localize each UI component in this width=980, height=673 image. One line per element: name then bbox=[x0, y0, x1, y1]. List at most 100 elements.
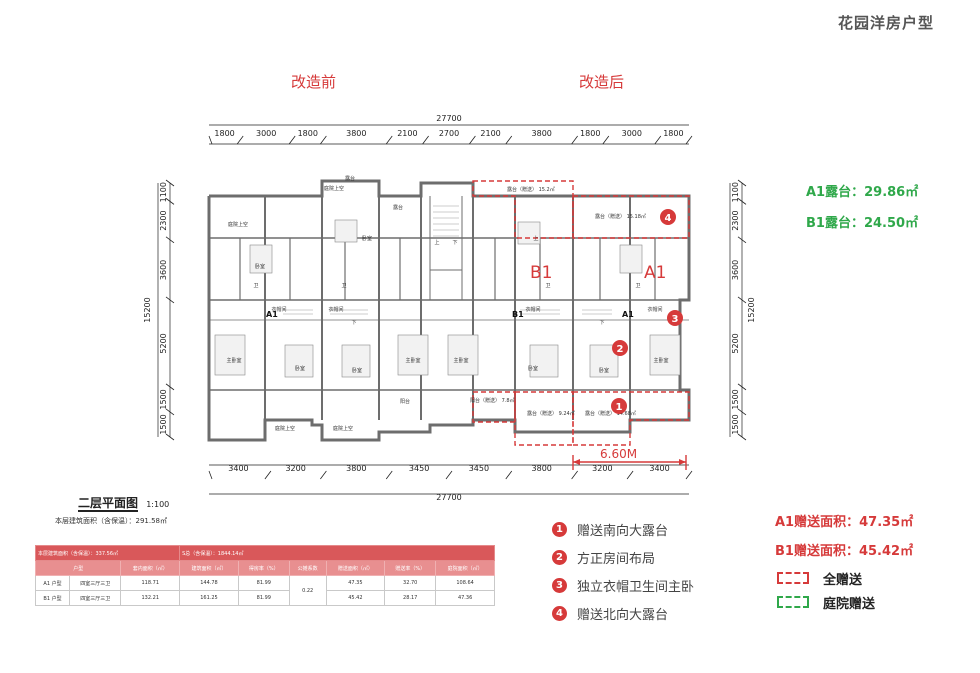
dimension-right: 3600 bbox=[731, 260, 740, 280]
room-label: 卫 bbox=[253, 283, 258, 289]
room-label: 卧室 bbox=[528, 365, 538, 372]
room-label: 卧室 bbox=[255, 263, 265, 270]
dimension-top: 3800 bbox=[532, 129, 552, 138]
table-header-1: 本层建筑面积（含保温）：337.56㎡ S总（含保温）：1844.14㎡ bbox=[34, 545, 495, 561]
feature-text: 方正房间布局 bbox=[577, 551, 656, 567]
dimension-top: 2100 bbox=[397, 129, 417, 138]
dimension-right: 1500 bbox=[731, 389, 740, 409]
dimension-tick bbox=[505, 135, 513, 145]
dimension-total-top: 27700 bbox=[436, 114, 461, 123]
gift-area-a1: A1赠送面积：47.35㎡ bbox=[775, 515, 914, 530]
dimension-right: 1500 bbox=[731, 414, 740, 434]
terrace-south-2: 露台（赠送） 14.68㎡ bbox=[585, 410, 636, 417]
dimension-tick bbox=[165, 198, 175, 205]
dimension-bottom: 3400 bbox=[228, 464, 248, 473]
dimension-left: 1500 bbox=[159, 389, 168, 409]
unit-label-a1-right: A1 bbox=[622, 310, 634, 319]
room-label: 庭院上空 bbox=[324, 185, 344, 192]
big-label-a1: A1 bbox=[644, 263, 666, 283]
dimension-right: 2300 bbox=[731, 210, 740, 230]
room-label: 露台 bbox=[345, 175, 355, 182]
room-label: 庭院上空 bbox=[275, 425, 295, 432]
floor-plan-title: 二层平面图 1:100 bbox=[78, 494, 170, 512]
dimension-tick bbox=[445, 470, 453, 480]
dimension-top: 3800 bbox=[346, 129, 366, 138]
dimension-tick bbox=[737, 198, 747, 205]
dimension-tick bbox=[602, 135, 610, 145]
room-label: 主卧室 bbox=[226, 357, 241, 364]
dimension-tick bbox=[320, 470, 327, 480]
feature-text: 赠送北向大露台 bbox=[577, 607, 669, 623]
dimension-left: 2300 bbox=[159, 210, 168, 230]
floor-plan-scale: 1:100 bbox=[146, 500, 170, 509]
dimension-tick bbox=[571, 470, 578, 480]
dimension-tick bbox=[165, 179, 175, 187]
table-header-total-area: S总（含保温）：1844.14㎡ bbox=[179, 545, 495, 561]
terrace-north-2: 露台（赠送） 15.18㎡ bbox=[595, 213, 646, 220]
building-walls bbox=[207, 179, 691, 442]
dimension-tick bbox=[505, 470, 513, 480]
room-label: 卫 bbox=[635, 283, 640, 289]
col-garden-area: 庭院面积（㎡） bbox=[435, 560, 495, 576]
feature-number: 2 bbox=[552, 549, 567, 565]
floor-plan-title-text: 二层平面图 bbox=[78, 496, 139, 512]
dimension-left: 3600 bbox=[159, 260, 168, 280]
dimension-tick bbox=[654, 135, 662, 145]
room-label: 下 bbox=[599, 320, 604, 326]
dimension-left: 1100 bbox=[159, 182, 168, 202]
marker-3: 3 bbox=[667, 310, 683, 326]
col-gift-rate: 赠送率（%） bbox=[384, 560, 437, 576]
dimension-tick bbox=[626, 470, 634, 480]
area-table: 本层建筑面积（含保温）：337.56㎡ S总（含保温）：1844.14㎡ 户型 … bbox=[34, 545, 495, 606]
dimension-right: 1100 bbox=[731, 182, 740, 202]
dimension-tick bbox=[165, 408, 175, 416]
dimension-top: 3000 bbox=[622, 129, 642, 138]
dimension-tick bbox=[288, 135, 296, 145]
room-label: 庭院上空 bbox=[228, 221, 248, 228]
room-label: 卧室 bbox=[352, 367, 362, 374]
dimension-tick bbox=[320, 135, 327, 145]
legend-green-dashed-icon bbox=[777, 596, 809, 608]
dimension-tick bbox=[165, 296, 175, 304]
legend-garden-gift-label: 庭院赠送 bbox=[823, 596, 876, 612]
dimension-tick bbox=[264, 470, 272, 480]
unit-label-a1: A1 bbox=[266, 310, 278, 319]
room-label: 卧室 bbox=[295, 365, 305, 372]
dimension-left: 1500 bbox=[159, 414, 168, 434]
dimension-ticks bbox=[165, 135, 747, 480]
table-row: A1 户型 四室三厅三卫 118.71 144.78 81.99 0.22 47… bbox=[34, 575, 495, 606]
col-gift-area: 赠送面积（㎡） bbox=[325, 560, 386, 576]
room-label: 上 bbox=[434, 239, 439, 246]
dimension-tick bbox=[737, 433, 747, 441]
furniture bbox=[214, 219, 681, 378]
room-label: 卫 bbox=[341, 283, 346, 289]
col-efficiency: 得房率（%） bbox=[237, 560, 290, 576]
dimension-tick bbox=[236, 135, 244, 145]
dimension-tick bbox=[165, 236, 175, 244]
dimension-bottom: 3200 bbox=[592, 464, 612, 473]
terrace-south-1: 露台（赠送） 9.24㎡ bbox=[527, 410, 575, 417]
big-label-b1: B1 bbox=[530, 263, 552, 283]
room-label: 阳台 bbox=[400, 398, 410, 405]
dimension-tick bbox=[737, 408, 747, 416]
feature-number: 1 bbox=[552, 521, 567, 537]
room-label: 衣帽间 bbox=[647, 306, 662, 313]
dimension-top: 3000 bbox=[256, 129, 276, 138]
dimension-top: 1800 bbox=[214, 129, 234, 138]
room-label: 卫 bbox=[545, 283, 550, 289]
room-label: 卧室 bbox=[362, 235, 372, 242]
dimension-bottom: 3400 bbox=[649, 464, 669, 473]
room-label: 衣帽间 bbox=[328, 306, 343, 313]
marker-1: 1 bbox=[611, 398, 627, 414]
floor-area-label: 本层建筑面积（含保温）：291.58㎡ bbox=[55, 517, 167, 525]
legend-garden-gift: 庭院赠送 bbox=[777, 592, 875, 612]
dimension-bottom: 3200 bbox=[285, 464, 305, 473]
dimension-tick bbox=[165, 383, 175, 391]
col-interior-area: 套内面积（㎡） bbox=[120, 560, 181, 576]
dimension-right-total: 15200 bbox=[747, 297, 756, 322]
